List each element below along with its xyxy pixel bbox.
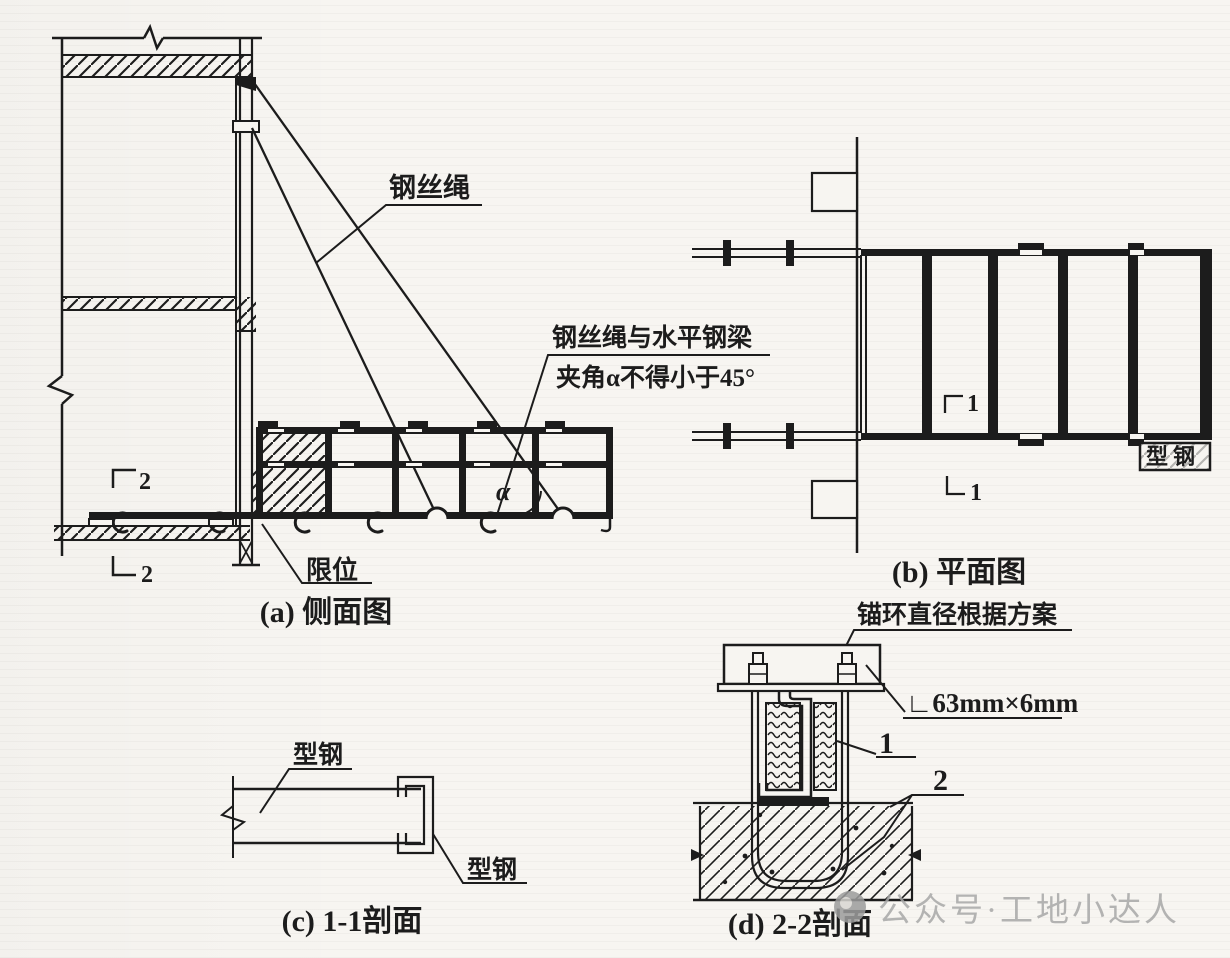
svg-text:2: 2 bbox=[141, 562, 153, 588]
label-angle-note: 钢丝绳与水平钢梁 夹角α不得小于45° bbox=[496, 323, 770, 516]
beam-lines bbox=[233, 787, 421, 845]
platform-plan bbox=[860, 243, 1212, 446]
mid-slab-edges bbox=[62, 296, 236, 311]
callout-2-text: 2 bbox=[933, 764, 948, 797]
aggregate-dots bbox=[722, 812, 895, 885]
wire-rope-text: 钢丝绳 bbox=[389, 173, 470, 203]
mid-rail bbox=[256, 461, 613, 468]
wedge-block-left bbox=[765, 702, 801, 791]
anchor-bolt-left bbox=[748, 652, 768, 685]
section-steel-tag-text: 型钢 bbox=[1146, 444, 1200, 469]
angle-note-leader bbox=[496, 354, 770, 516]
view-d-section-2-2: 锚环直径根据方案 ∟63mm×6mm bbox=[691, 600, 1079, 941]
section-marker-2-bottom: 2 bbox=[111, 556, 153, 588]
platform-frame bbox=[88, 421, 613, 534]
floor-slab-edges bbox=[54, 525, 250, 541]
view-c-section-1-1: 型钢 型钢 (c) 1-1剖面 bbox=[219, 741, 527, 938]
label-limit-stop: 限位 bbox=[261, 523, 372, 585]
spacer-block-2 bbox=[208, 518, 234, 527]
wire-rope-line-2 bbox=[250, 127, 439, 517]
wall-column-bottom bbox=[810, 479, 859, 520]
anchor-ticks bbox=[723, 240, 794, 449]
callout-2: 2 bbox=[841, 764, 964, 871]
steel-bottom-text: 型钢 bbox=[467, 856, 517, 884]
top-slab-edges bbox=[62, 54, 252, 78]
section-marker-2-top: 2 bbox=[111, 468, 151, 495]
callout-1: 1 bbox=[836, 727, 916, 760]
watermark-logo-highlight bbox=[840, 897, 852, 909]
angle-arc bbox=[525, 490, 542, 514]
callout-1-text: 1 bbox=[879, 727, 894, 760]
bearing-plate bbox=[716, 682, 886, 693]
angle-size-leader bbox=[865, 664, 1062, 719]
limit-stop-cross bbox=[239, 540, 253, 564]
deck-left-edge bbox=[860, 255, 867, 433]
view-b-plan: 型钢 1 1 (b) 平面图 bbox=[692, 137, 1212, 589]
svg-text:1: 1 bbox=[970, 480, 982, 506]
label-steel-top: 型钢 bbox=[259, 741, 352, 814]
rope-anchor-connector bbox=[236, 77, 256, 91]
deck-right-beam bbox=[1200, 249, 1212, 440]
edge-beam-hatch bbox=[236, 297, 256, 331]
rail-stubs bbox=[258, 421, 565, 427]
wall-column-top bbox=[810, 171, 859, 213]
callout-2-leader bbox=[841, 794, 964, 871]
back-beam-top bbox=[692, 248, 861, 258]
rail-splice-gaps bbox=[268, 429, 562, 466]
deck-splice-gaps bbox=[1020, 250, 1144, 439]
limit-stop-leader bbox=[261, 523, 372, 584]
rope-end-arc-2 bbox=[550, 506, 576, 520]
anchor-ring-text: 锚环直径根据方案 bbox=[857, 600, 1058, 629]
svg-text:2: 2 bbox=[139, 469, 151, 495]
spacer-block-1 bbox=[88, 518, 114, 527]
channel-outer bbox=[396, 775, 435, 855]
floor-slab-hatch bbox=[54, 526, 250, 540]
horizontal-steel-beam bbox=[89, 512, 613, 519]
top-slab-hatch bbox=[62, 55, 252, 77]
wedge-block-right bbox=[813, 702, 837, 791]
angle-size-text: ∟63mm×6mm bbox=[906, 688, 1079, 718]
callout-1-leader bbox=[836, 740, 916, 758]
top-rail bbox=[256, 427, 613, 434]
angle-note-line2: 夹角α不得小于45° bbox=[556, 364, 755, 392]
steel-top-text: 型钢 bbox=[293, 741, 343, 769]
mid-slab-hatch bbox=[62, 297, 236, 310]
watermark-text: 公众号·工地小达人 bbox=[878, 892, 1180, 929]
rope-end-arc-1 bbox=[424, 506, 450, 520]
bay1-hatch-upper bbox=[263, 434, 325, 461]
bay1-hatch-lower bbox=[252, 468, 325, 512]
steel-bottom-leader bbox=[432, 833, 527, 884]
anchor-bolt-right bbox=[837, 652, 857, 685]
top-break-line bbox=[52, 23, 262, 51]
wire-rope-leader bbox=[315, 204, 482, 264]
angle-note-line1: 钢丝绳与水平钢梁 bbox=[552, 323, 752, 352]
svg-text:1: 1 bbox=[967, 391, 979, 417]
section-marker-1-top: 1 bbox=[943, 391, 979, 417]
back-beam-bottom bbox=[692, 431, 861, 441]
label-angle-size: ∟63mm×6mm bbox=[865, 664, 1079, 719]
watermark: 公众号·工地小达人 bbox=[834, 891, 1180, 929]
beam-break bbox=[219, 805, 247, 831]
rail-end-hook bbox=[600, 511, 612, 533]
label-steel-bottom: 型钢 bbox=[432, 833, 527, 884]
section-marker-1-bottom: 1 bbox=[945, 476, 982, 506]
caption-a: (a) 侧面图 bbox=[260, 596, 392, 629]
limit-stop-text: 限位 bbox=[306, 555, 358, 585]
caption-b: (b) 平面图 bbox=[892, 556, 1026, 589]
section-steel-tag: 型钢 bbox=[1138, 441, 1212, 472]
caption-c: (c) 1-1剖面 bbox=[282, 905, 423, 938]
rope-collar-clamp bbox=[232, 120, 260, 133]
deck-stubs bbox=[1018, 243, 1144, 446]
concrete-block bbox=[691, 801, 921, 902]
steel-top-leader bbox=[259, 768, 352, 814]
view-a-side-elevation: α 钢丝绳 钢丝绳与水平钢梁 夹角α不得小于45° 限位 2 bbox=[46, 23, 770, 629]
wire-rope-line-1 bbox=[251, 79, 564, 517]
base-bar bbox=[757, 797, 829, 806]
channel-inner bbox=[404, 784, 426, 846]
hanger-strap-b bbox=[757, 690, 813, 799]
label-wire-rope: 钢丝绳 bbox=[315, 173, 482, 264]
